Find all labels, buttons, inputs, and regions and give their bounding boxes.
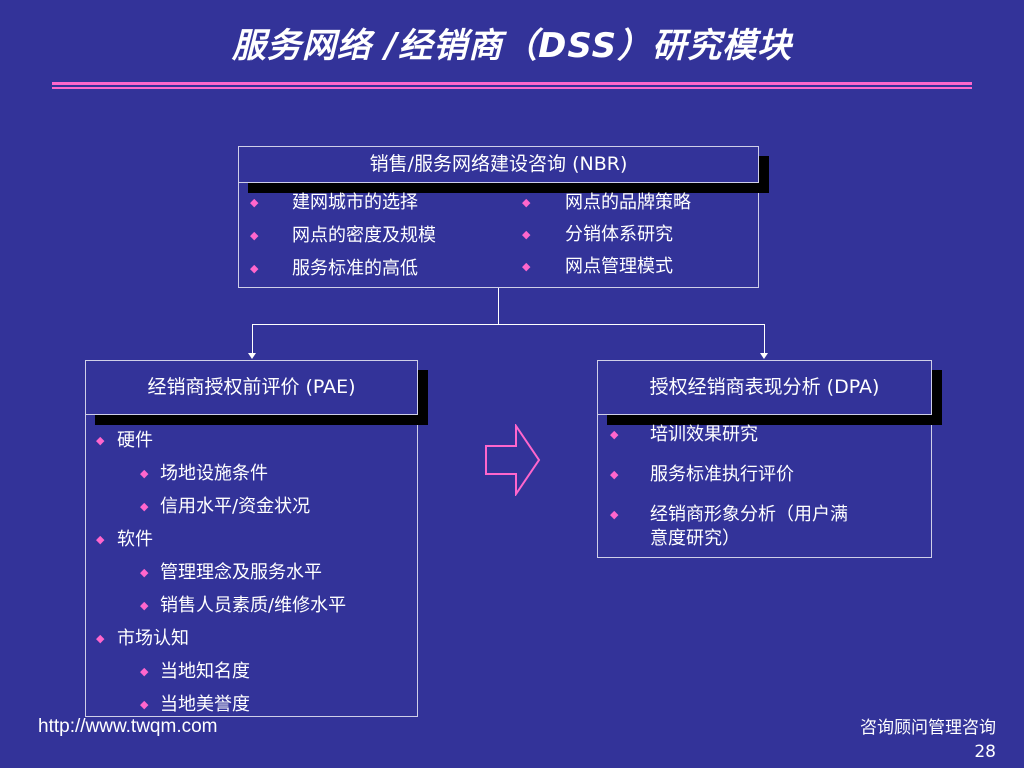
diamond-bullet-icon: ◆	[610, 508, 619, 521]
arrow-down-icon	[760, 353, 768, 359]
list-item: ◆网点的品牌策略	[522, 190, 752, 222]
connector-vertical-main	[498, 288, 499, 324]
title-underline	[52, 82, 972, 85]
nbr-right-list: ◆网点的品牌策略 ◆分销体系研究 ◆网点管理模式	[522, 190, 752, 286]
list-item: ◆建网城市的选择	[250, 190, 490, 223]
list-item: ◆当地知名度	[96, 659, 414, 692]
dpa-list: ◆培训效果研究 ◆服务标准执行评价 ◆经销商形象分析（用户满 意度研究）	[610, 422, 925, 550]
list-item: ◆软件	[96, 527, 414, 560]
list-item: ◆信用水平/资金状况	[96, 494, 414, 527]
diamond-bullet-icon: ◆	[96, 533, 105, 546]
diamond-bullet-icon: ◆	[610, 468, 619, 481]
list-item: ◆硬件	[96, 428, 414, 461]
diamond-bullet-icon: ◆	[250, 196, 259, 209]
list-item: ◆网点的密度及规模	[250, 223, 490, 256]
right-arrow-icon	[485, 424, 541, 496]
list-item: ◆管理理念及服务水平	[96, 560, 414, 593]
diamond-bullet-icon: ◆	[522, 228, 531, 241]
diamond-bullet-icon: ◆	[140, 599, 149, 612]
diamond-bullet-icon: ◆	[140, 698, 149, 711]
list-item: ◆市场认知	[96, 626, 414, 659]
connector-right-drop	[764, 324, 765, 354]
page-number: 28	[974, 742, 996, 762]
diamond-bullet-icon: ◆	[140, 566, 149, 579]
arrow-down-icon	[248, 353, 256, 359]
diamond-bullet-icon: ◆	[96, 434, 105, 447]
footer-url: http://www.twqm.com	[38, 716, 218, 737]
diamond-bullet-icon: ◆	[96, 632, 105, 645]
list-item-continuation: 意度研究）	[650, 528, 740, 549]
diamond-bullet-icon: ◆	[140, 500, 149, 513]
slide-title: 服务网络 /经销商（DSS）研究模块	[231, 26, 793, 66]
list-item: ◆服务标准执行评价	[610, 462, 925, 502]
footer-company: 咨询顾问管理咨询	[860, 718, 996, 738]
diamond-bullet-icon: ◆	[522, 196, 531, 209]
pae-header: 经销商授权前评价 (PAE)	[85, 360, 418, 415]
nbr-left-list: ◆建网城市的选择 ◆网点的密度及规模 ◆服务标准的高低	[250, 190, 490, 289]
list-item: ◆经销商形象分析（用户满	[610, 502, 925, 526]
diamond-bullet-icon: ◆	[250, 262, 259, 275]
diamond-bullet-icon: ◆	[140, 665, 149, 678]
dpa-header: 授权经销商表现分析 (DPA)	[597, 360, 932, 415]
footer-info: 咨询顾问管理咨询 28	[860, 716, 996, 764]
pae-list: ◆硬件 ◆场地设施条件 ◆信用水平/资金状况 ◆软件 ◆管理理念及服务水平 ◆销…	[96, 428, 414, 725]
diamond-bullet-icon: ◆	[522, 260, 531, 273]
list-item: ◆分销体系研究	[522, 222, 752, 254]
diamond-bullet-icon: ◆	[610, 428, 619, 441]
list-item: ◆场地设施条件	[96, 461, 414, 494]
title-underline-thin	[52, 87, 972, 89]
list-item: ◆服务标准的高低	[250, 256, 490, 289]
connector-left-drop	[252, 324, 253, 354]
list-item: ◆销售人员素质/维修水平	[96, 593, 414, 626]
connector-horizontal	[252, 324, 765, 325]
list-item: ◆网点管理模式	[522, 254, 752, 286]
diamond-bullet-icon: ◆	[140, 467, 149, 480]
nbr-header: 销售/服务网络建设咨询 (NBR)	[238, 146, 759, 183]
diamond-bullet-icon: ◆	[250, 229, 259, 242]
list-item: ◆当地美誉度	[96, 692, 414, 725]
list-item: ◆培训效果研究	[610, 422, 925, 462]
